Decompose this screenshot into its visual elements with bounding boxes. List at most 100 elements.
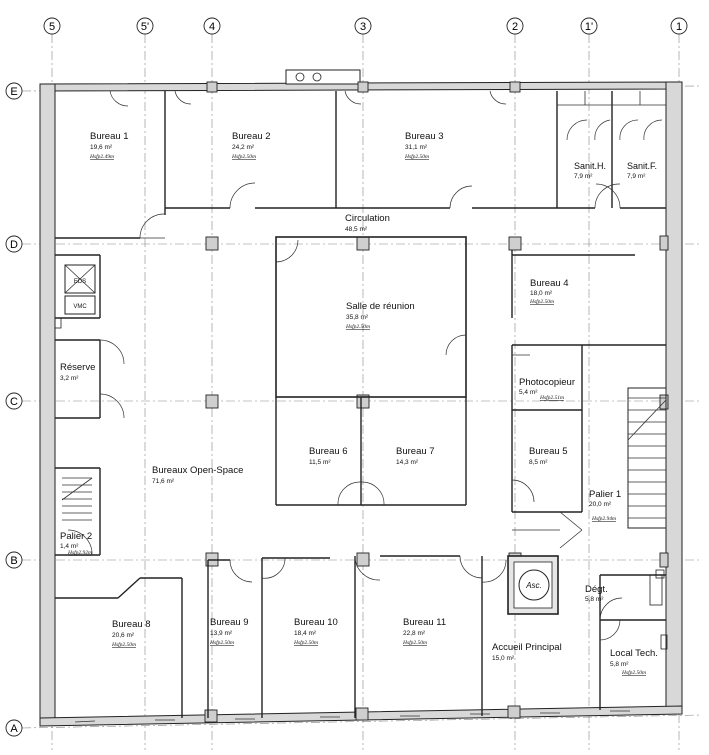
room-area: 20,6 m² <box>112 632 135 639</box>
room-label: Local Tech. 5,8 m² Hsfp2.50m <box>610 648 658 676</box>
room-area: 7,9 m² <box>627 173 646 180</box>
room-ceiling-height: Hsfp2.50m <box>231 153 256 160</box>
room-area: 13,9 m² <box>210 630 233 637</box>
room-name: Bureau 10 <box>294 617 338 628</box>
room-label: Bureau 1 19,6 m² Hsfp2.49m <box>89 131 129 160</box>
room-label: Bureau 5 8,5 m² <box>529 446 568 466</box>
fixture-labels: EDS VMC Asc. <box>73 279 541 590</box>
room-area: 19,6 m² <box>90 144 113 151</box>
axis-row-label: E <box>10 86 17 98</box>
room-name: Bureau 4 <box>530 278 569 289</box>
room-label: Bureau 8 20,6 m² Hsfp2.50m <box>111 619 151 648</box>
room-area: 8,5 m² <box>529 459 548 466</box>
room-ceiling-height: Hsfp2.92m <box>67 549 92 556</box>
room-ceiling-height: Hsfp2.50m <box>404 153 429 160</box>
room-area: 5,8 m² <box>585 596 604 603</box>
room-area: 22,8 m² <box>403 630 426 637</box>
room-name: Bureau 7 <box>396 446 435 457</box>
room-area: 35,8 m² <box>346 314 369 321</box>
room-ceiling-height: Hsfp2.50m <box>111 641 136 648</box>
room-label: Bureau 3 31,1 m² Hsfp2.50m <box>404 131 444 160</box>
room-name: Sanit.H. <box>574 161 606 171</box>
room-label: Accueil Principal 15,0 m² <box>492 642 562 662</box>
room-name: Photocopieur <box>519 377 575 388</box>
room-area: 18,4 m² <box>294 630 317 637</box>
axis-column-label: 2 <box>512 21 518 33</box>
room-ceiling-height: Hsfp2.49m <box>89 153 114 160</box>
room-ceiling-height: Hsfp2.50m <box>402 639 427 646</box>
room-area: 20,0 m² <box>589 501 612 508</box>
row-axis-labels: E D C B A <box>5 82 23 737</box>
room-area: 5,4 m² <box>519 389 538 396</box>
axis-column-label: 1 <box>676 21 682 33</box>
room-area: 48,5 m² <box>345 226 368 233</box>
room-name: Accueil Principal <box>492 642 562 653</box>
room-label: Bureaux Open-Space 71,6 m² <box>152 465 243 485</box>
axis-column-label: 1' <box>585 21 593 33</box>
axis-row-label: C <box>10 396 18 408</box>
room-name: Bureau 2 <box>232 131 271 142</box>
room-ceiling-height: Hsfp2.51m <box>539 394 564 401</box>
room-label: Bureau 6 11,5 m² <box>309 446 348 466</box>
room-ceiling-height: Hsfp2.50m <box>209 639 234 646</box>
room-name: Salle de réunion <box>346 301 415 312</box>
room-name: Bureau 8 <box>112 619 151 630</box>
axis-column-label: 4 <box>209 21 215 33</box>
room-ceiling-height: Hsfp2.50m <box>345 323 370 330</box>
room-ceiling-height: Hsfp2.50m <box>621 669 646 676</box>
stair-palier-2 <box>61 477 93 556</box>
room-label: Réserve 3,2 m² <box>60 362 95 382</box>
room-name: Bureau 5 <box>529 446 568 457</box>
interior-partitions <box>54 90 668 718</box>
room-area: 31,1 m² <box>405 144 428 151</box>
axis-column-label: 5 <box>49 21 55 33</box>
elevator-shaft <box>507 555 559 615</box>
room-name: Bureau 3 <box>405 131 444 142</box>
room-area: 18,0 m² <box>530 290 553 297</box>
shaft-label-eds: EDS <box>74 279 86 285</box>
room-ceiling-height: Hsfp2.50m <box>529 298 554 305</box>
axis-row-label: D <box>10 239 18 251</box>
column-axis-labels: 5 5' 4 3 2 1' 1 <box>43 17 688 35</box>
room-label: Bureau 11 22,8 m² Hsfp2.50m <box>402 617 446 646</box>
room-name: Sanit.F. <box>627 161 657 171</box>
room-name: Réserve <box>60 362 95 373</box>
room-area: 71,6 m² <box>152 478 175 485</box>
room-area: 1,4 m² <box>60 543 79 550</box>
stair-palier-1 <box>627 387 667 529</box>
room-area: 11,5 m² <box>309 459 331 466</box>
room-area: 14,3 m² <box>396 459 419 466</box>
room-labels: Bureau 1 19,6 m² Hsfp2.49m Bureau 2 24,2… <box>60 131 658 676</box>
room-name: Bureau 1 <box>90 131 129 142</box>
room-name: Circulation <box>345 213 390 224</box>
room-label: Bureau 4 18,0 m² Hsfp2.50m <box>529 278 569 305</box>
room-area: 3,2 m² <box>60 375 79 382</box>
room-name: Bureau 6 <box>309 446 348 457</box>
room-label: Bureau 7 14,3 m² <box>396 446 435 466</box>
elevator-label: Asc. <box>525 581 542 590</box>
room-label: Bureau 10 18,4 m² Hsfp2.50m <box>293 617 338 646</box>
room-label: Bureau 9 13,9 m² Hsfp2.50m <box>209 617 249 646</box>
room-area: 5,8 m² <box>610 661 629 668</box>
axis-row-label: A <box>10 723 18 735</box>
room-area: 15,0 m² <box>492 655 515 662</box>
room-label: Salle de réunion 35,8 m² Hsfp2.50m <box>345 301 415 330</box>
room-label: Photocopieur 5,4 m² Hsfp2.51m <box>519 377 575 401</box>
room-ceiling-height: Hsfp2.50m <box>293 639 318 646</box>
room-label: Bureau 2 24,2 m² Hsfp2.50m <box>231 131 271 160</box>
room-area: 7,9 m² <box>574 173 593 180</box>
room-label: Sanit.H. 7,9 m² <box>574 161 606 180</box>
room-label: Palier 2 1,4 m² Hsfp2.92m <box>60 531 92 556</box>
room-ceiling-height: Hsfp2.94m <box>591 515 616 522</box>
room-name: Bureau 11 <box>403 617 446 628</box>
room-name: Palier 1 <box>589 489 621 500</box>
room-name: Dégt. <box>585 584 608 595</box>
axis-column-label: 3 <box>360 21 366 33</box>
room-label: Dégt. 5,8 m² <box>585 584 608 603</box>
axis-column-label: 5' <box>141 21 149 33</box>
axis-row-label: B <box>10 555 17 567</box>
room-name: Bureau 9 <box>210 617 249 628</box>
shaft-label-vmc: VMC <box>73 304 87 310</box>
room-name: Palier 2 <box>60 531 92 542</box>
